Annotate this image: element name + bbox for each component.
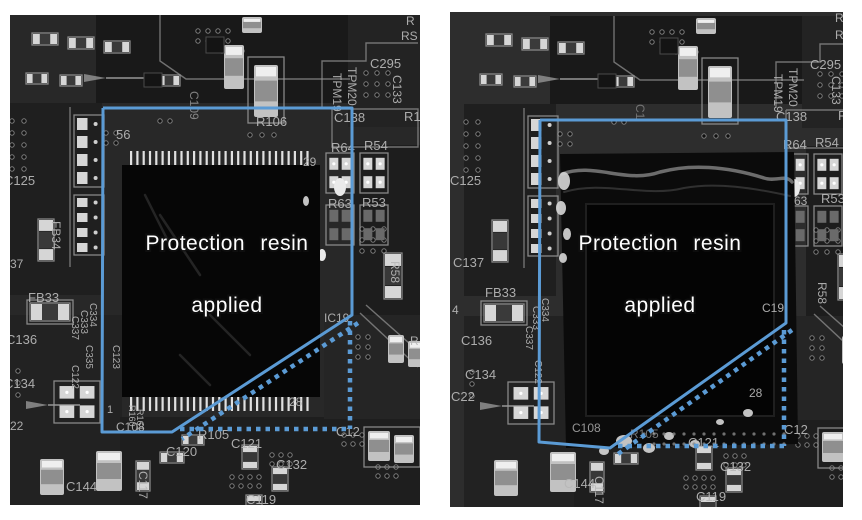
silkscreen-label: C109	[187, 91, 201, 120]
silkscreen-label: 63	[794, 194, 808, 208]
silkscreen-label: C119	[696, 489, 726, 504]
silkscreen-label: C134	[465, 367, 496, 382]
silkscreen-label: C12	[784, 422, 808, 437]
silkscreen-label: R53	[821, 191, 843, 206]
silkscreen-label: C117	[592, 476, 606, 504]
silkscreen-label: 56	[116, 127, 130, 142]
silkscreen-label: C122	[532, 360, 543, 384]
annotation-box-solid	[537, 118, 788, 450]
silkscreen-label: TPM20	[345, 67, 359, 106]
silkscreen-label: C133	[390, 75, 404, 104]
caption-line-1: Protection resin	[579, 232, 742, 255]
silkscreen-label: C121	[231, 436, 262, 451]
silkscreen-label: 29	[303, 155, 317, 169]
silkscreen-label: C133	[829, 76, 843, 105]
silkscreen-label: R54	[815, 135, 839, 150]
silkscreen-label: FB33	[28, 290, 59, 305]
annotation-overlay	[537, 118, 794, 456]
silkscreen-label: C144	[564, 476, 595, 491]
silkscreen-label: R160	[127, 405, 137, 427]
silkscreen-label: C136	[10, 332, 37, 347]
silkscreen-label: C337	[69, 316, 80, 340]
silkscreen-label: C137	[453, 255, 484, 270]
board-decor	[463, 16, 843, 507]
silkscreen-label: R11	[838, 108, 843, 123]
caption: Protection resin applied	[577, 230, 743, 319]
silkscreen-label: C138	[776, 109, 807, 124]
silkscreen-label: TPM19	[330, 73, 344, 112]
silkscreen-label: C125	[450, 173, 481, 188]
silkscreen-label: TPM19	[771, 74, 785, 113]
caption: Protection resin applied	[144, 230, 310, 319]
silkscreen-label: RS	[401, 29, 418, 43]
silkscreen-label: R53	[362, 195, 386, 210]
silkscreen-label: C117	[136, 471, 150, 499]
silkscreen-label: C136	[461, 333, 492, 348]
silkscreen-label: C108	[572, 421, 601, 435]
silkscreen-label: 1	[107, 404, 113, 416]
silkscreen-label: C122	[69, 365, 80, 389]
silkscreen-label: FB33	[485, 285, 516, 300]
silkscreen-label: C138	[334, 110, 365, 125]
photo-panel-before: RRSC295C133TPM20TPM19C138R11R106C1095629…	[10, 15, 420, 505]
silkscreen-label: C334	[539, 298, 550, 322]
silkscreen-label: FB34	[49, 221, 63, 250]
silkscreen-label: C334	[87, 303, 98, 327]
silkscreen-label: C333	[78, 310, 89, 334]
silkscreen-label: C22	[451, 389, 475, 404]
silkscreen-labels: RRSC295C133TPM20TPM19C138R11R106C1095629…	[10, 15, 420, 505]
annotation-diagonal-dotted	[616, 328, 794, 456]
annotation-diagonal-dotted	[180, 321, 360, 441]
silkscreen-label: R	[835, 12, 843, 25]
caption-line-1: Protection resin	[146, 232, 309, 255]
silkscreen-label: R54	[364, 138, 388, 153]
silkscreen-label: 37	[10, 257, 24, 271]
pcb-photo: RRSC295C133TPM20TPM19C138R11R106C1095629…	[10, 15, 420, 505]
silkscreen-label: 22	[10, 419, 24, 433]
annotation-box-solid	[100, 106, 354, 434]
silkscreen-label: R64	[331, 140, 355, 155]
silkscreen-label: R	[406, 15, 415, 28]
silkscreen-label: R11	[404, 109, 420, 124]
silkscreen-label: R64	[783, 137, 807, 152]
silkscreen-label: R58	[815, 282, 829, 304]
caption-line-2: applied	[191, 294, 262, 317]
silkscreen-label: C295	[370, 56, 401, 71]
caption-line-2: applied	[624, 294, 695, 317]
silkscreen-label: C132	[276, 457, 307, 472]
silkscreen-label: R	[410, 334, 419, 348]
silkscreen-label: C120	[166, 444, 197, 459]
silkscreen-label: C337	[523, 326, 534, 350]
silkscreen-label: C125	[10, 173, 35, 188]
silkscreen-label: 28	[749, 386, 763, 400]
silkscreen-label: R106	[256, 114, 287, 129]
silkscreen-label: C123	[110, 345, 121, 369]
silkscreen-label: C144	[66, 479, 97, 494]
silkscreen-label: C119	[246, 492, 276, 505]
silkscreen-label: R	[835, 28, 843, 42]
silkscreen-label: C134	[10, 376, 35, 391]
silkscreen-label: C132	[720, 459, 751, 474]
silkscreen-label: C333	[530, 306, 541, 330]
silkscreen-label: C335	[83, 345, 94, 369]
silkscreen-label: TPM20	[786, 68, 800, 107]
silkscreen-label: 28	[289, 395, 303, 409]
silkscreen-label: 4	[452, 303, 459, 317]
silkscreen-label: C19	[762, 301, 784, 315]
annotation-overlay	[100, 106, 360, 441]
silkscreen-label: C1	[633, 104, 647, 120]
silkscreen-label: R58	[388, 261, 402, 283]
silkscreen-label: R161	[135, 409, 145, 431]
silkscreen-label: R63	[328, 196, 352, 211]
silkscreen-label: C295	[810, 57, 841, 72]
